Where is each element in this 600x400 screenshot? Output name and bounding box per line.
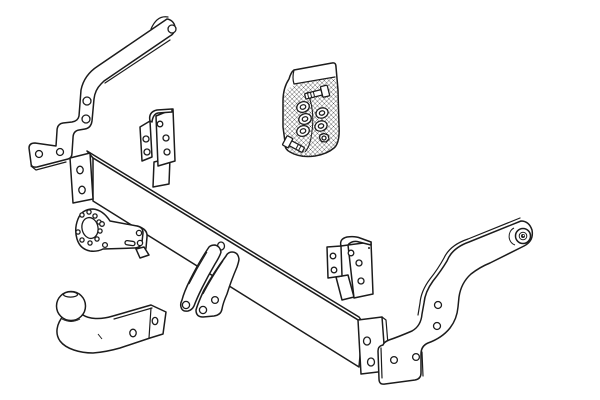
kit-bolt-bottom: [281, 135, 305, 153]
kit-bolt-top: [304, 84, 331, 100]
kit-washers: [296, 100, 330, 143]
flange-plate: [74, 208, 150, 259]
right-side-member: [377, 217, 534, 385]
bushing-eye: [508, 227, 532, 246]
left-side-member: [28, 16, 177, 171]
right-angle-bracket: [326, 235, 374, 301]
gusset-bracket: [179, 244, 240, 318]
left-angle-bracket: [139, 108, 176, 188]
tow-ball: [55, 290, 167, 354]
fixing-kit-bag: [281, 62, 340, 158]
